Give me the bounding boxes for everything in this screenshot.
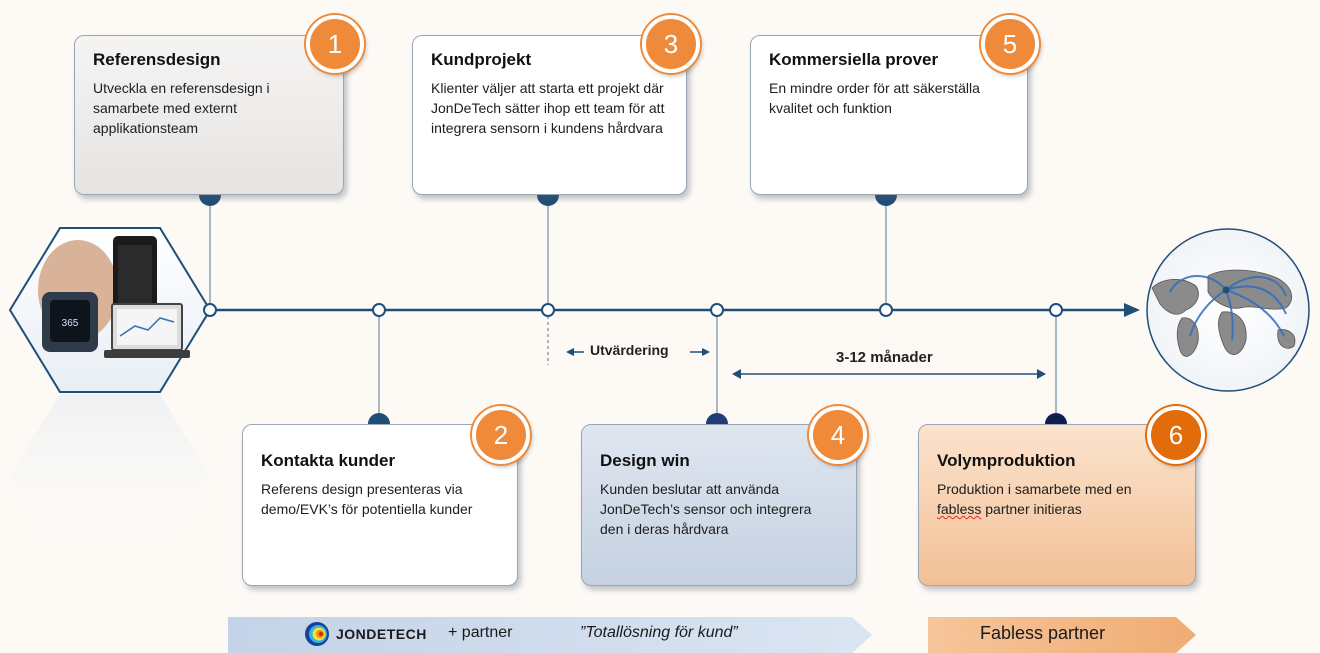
step-description: Klienter väljer att starta ett projekt d… [431,80,665,136]
step-number-badge-3: 3 [642,15,700,73]
step-card-2: Kontakta kunder Referens design presente… [242,424,518,586]
fabless-word: fabless [937,501,982,517]
step-title: Kontakta kunder [261,451,396,470]
step-title: Design win [600,451,690,470]
step-card-6: Volymproduktion Produktion i samarbete m… [918,424,1196,586]
fabless-bar [928,617,1196,653]
step-title: Kommersiella prover [769,50,939,69]
jondetech-logo-icon [305,622,329,646]
connector-lines [209,195,1057,420]
svg-text:365: 365 [62,318,79,329]
world-map-globe [1146,228,1310,392]
step-title: Kundprojekt [431,50,532,69]
step-description: Produktion i samarbete med en fabless pa… [937,481,1132,517]
evaluation-arrows [566,348,710,356]
step-number-badge-5: 5 [981,15,1039,73]
step-title: Referensdesign [93,50,221,69]
timeline-arrowhead [1124,303,1140,317]
tagline-label: ”Totallösning för kund” [580,624,738,641]
fabless-label: Fabless partner [980,623,1106,643]
step-description: Kunden beslutar att använda JonDeTech’s … [600,481,812,537]
partner-label: + partner [448,624,513,641]
step-card-4: Design win Kunden beslutar att använda J… [581,424,857,586]
partner-bar [228,617,872,653]
timeline-nodes [203,303,1063,317]
step-description: Referens design presenteras via demo/EVK… [261,481,473,517]
step-card-1: Referensdesign Utveckla en referensdesig… [74,35,344,195]
step-description: En mindre order för att säkerställa kval… [769,80,980,116]
duration-arrow [732,369,1046,379]
step-title: Volymproduktion [937,451,1076,470]
step-number-badge-2: 2 [472,406,530,464]
step-number-badge-4: 4 [809,406,867,464]
step-number-badge-1: 1 [306,15,364,73]
jondetech-logo-text: JONDETECH [336,626,427,642]
step-card-3: Kundprojekt Klienter väljer att starta e… [412,35,687,195]
step-card-5: Kommersiella prover En mindre order för … [750,35,1028,195]
evaluation-label: Utvärdering [590,342,669,358]
step-description: Utveckla en referensdesign i samarbete m… [93,80,270,136]
step-number-badge-6: 6 [1147,406,1205,464]
device-hexagon: 365 [8,227,212,558]
duration-label: 3-12 månader [836,349,933,366]
